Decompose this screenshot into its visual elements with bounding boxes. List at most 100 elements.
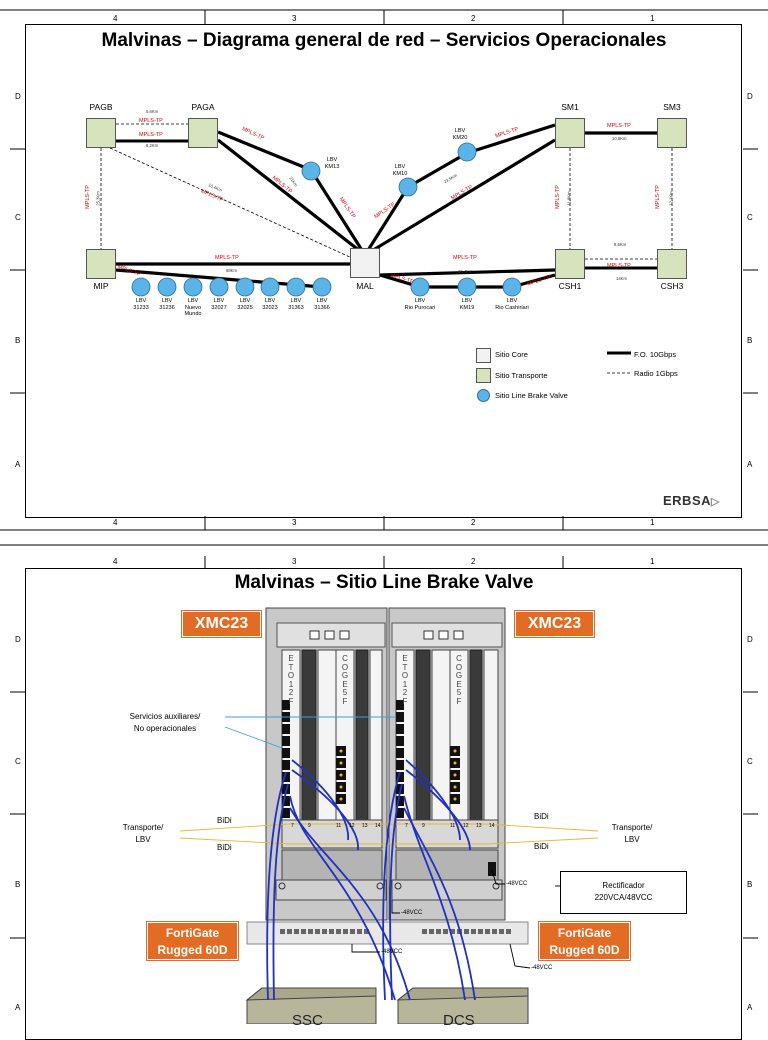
vcc-label: -48VCC — [401, 910, 423, 916]
vcc-label: -48VCC — [531, 965, 553, 971]
erbsa-logo: ERBSA▷ — [663, 493, 720, 508]
node-sm1 — [555, 118, 585, 148]
bidi-label: BiDi — [534, 842, 549, 851]
label-sm1: SM1 — [561, 102, 579, 112]
distance-label: 14Km — [616, 276, 627, 281]
servicios-auxiliares-label: Servicios auxiliares/ No operacionales — [129, 712, 201, 733]
xmc23-right-label: XMC23 — [515, 611, 594, 637]
fortigate-units — [246, 921, 529, 945]
legend-lbv-swatch — [477, 389, 490, 402]
port-number: 14 — [375, 823, 381, 829]
column-ruler-top-2 — [0, 544, 768, 568]
port-number: 11 — [336, 823, 342, 829]
row-label-b-left: B — [15, 336, 21, 345]
port-number: 11 — [450, 823, 456, 829]
lbv-km19-circle — [457, 277, 477, 297]
lbv-circles — [131, 142, 522, 297]
vcc-label: -48VCC — [381, 949, 403, 955]
logo-arrow-icon: ▷ — [711, 496, 720, 508]
chassis-right — [388, 607, 506, 921]
row-label-a-right-p2: A — [747, 1003, 753, 1012]
column-label-2: 2 — [471, 14, 476, 23]
mpls-label: MPLS-TP — [139, 132, 163, 138]
distance-label: 68Km — [226, 268, 237, 273]
column-ruler-bottom — [0, 516, 768, 531]
lbv-km20-circle — [457, 142, 477, 162]
port-number: 13 — [476, 823, 482, 829]
label-mip: MIP — [93, 281, 109, 291]
port-number: 9 — [308, 823, 311, 829]
port-number: 7 — [291, 823, 294, 829]
lbv-31236-circle — [157, 277, 177, 297]
mpls-label: MPLS-TP — [607, 263, 631, 269]
node-csh3 — [657, 249, 687, 279]
vcc-leaders — [351, 869, 560, 969]
cabinets — [245, 987, 529, 1024]
mpls-label: MPLS-TP — [453, 255, 477, 261]
mpls-label: MPLS-TP — [215, 255, 239, 261]
node-pagb — [86, 118, 116, 148]
transporte-right-label: Transporte/LBV — [611, 823, 653, 844]
port-number: 7 — [405, 823, 408, 829]
node-sm3 — [657, 118, 687, 148]
row-label-b-right-p2: B — [747, 880, 753, 889]
legend-line-swatches — [607, 351, 631, 374]
transporte-left-label: Transporte/LBV — [122, 823, 164, 844]
legend-core-swatch — [476, 348, 491, 363]
legend-radio-label: Radio 1Gbps — [634, 369, 678, 378]
fiber-patch-cables — [266, 759, 476, 1001]
lbv-nuevo-mundo-circle — [183, 277, 203, 297]
port-number: 9 — [422, 823, 425, 829]
distance-label: 5,6Km — [146, 109, 159, 114]
distance-label: 26,4Km — [458, 269, 473, 274]
distance-label: 8,2Km — [146, 143, 159, 148]
column-label-2-p2: 2 — [471, 557, 476, 566]
label-csh1: CSH1 — [558, 281, 582, 291]
page-2-title: Malvinas – Sitio Line Brake Valve — [234, 572, 534, 593]
row-label-c-right-p2: C — [747, 757, 753, 766]
column-label-1: 1 — [650, 14, 655, 23]
node-mip — [86, 249, 116, 279]
mpls-label: MPLS-TP — [607, 123, 631, 129]
legend-core-label: Sitio Core — [495, 350, 528, 359]
bidi-label: BiDi — [217, 843, 232, 852]
row-label-c-right: C — [747, 213, 753, 222]
vcc-label: -48VCC — [506, 881, 528, 887]
label-sm3: SM3 — [663, 102, 681, 112]
distance-label: 10,6Km — [612, 136, 627, 141]
lbv-rio-cashiriari-circle — [502, 277, 522, 297]
bidi-label: BiDi — [534, 812, 549, 821]
row-label-a-left-p2: A — [15, 1003, 21, 1012]
legend-fo-label: F.O. 10Gbps — [634, 350, 677, 359]
column-label-1-bottom: 1 — [650, 518, 655, 527]
legend-lbv-label: Sitio Line Brake Valve — [495, 391, 568, 400]
row-label-d-right-p2: D — [747, 635, 753, 644]
row-label-d-left: D — [15, 92, 21, 101]
label-pagb: PAGB — [89, 102, 113, 112]
ssc-cabinet-label: SSC — [292, 1012, 323, 1029]
row-label-b-left-p2: B — [15, 880, 21, 889]
column-label-3-bottom: 3 — [292, 518, 297, 527]
dcs-cabinet-label: DCS — [443, 1012, 475, 1029]
lbv-km13-circle — [301, 161, 321, 181]
xmc23-left-label: XMC23 — [182, 611, 261, 637]
node-csh1 — [555, 249, 585, 279]
